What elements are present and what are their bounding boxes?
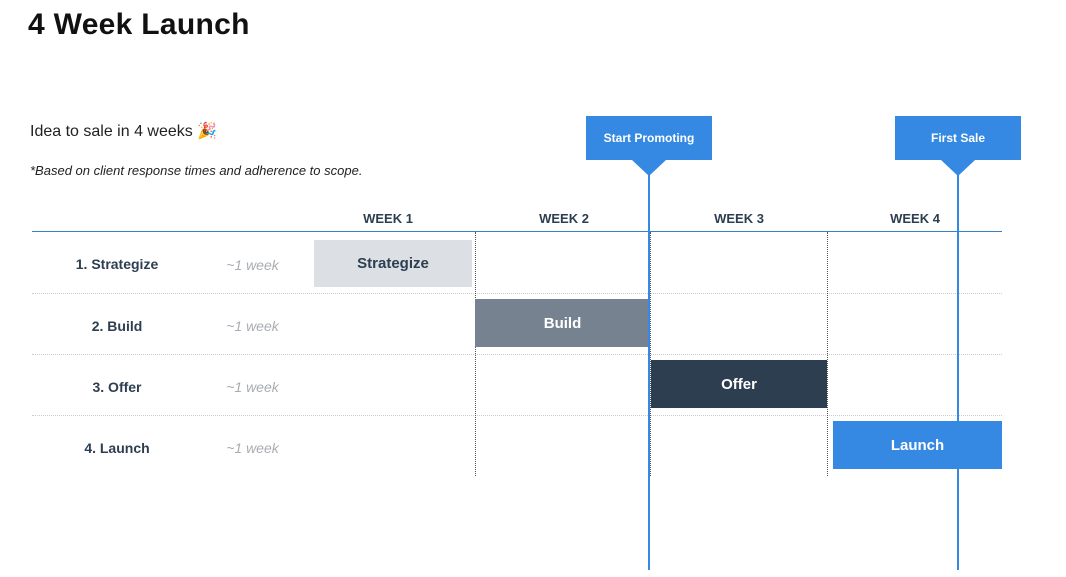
row-divider xyxy=(32,293,1002,294)
task-label: 4. Launch xyxy=(84,440,150,456)
milestone-pointer xyxy=(941,160,975,176)
gantt-bar-offer[interactable]: Offer xyxy=(651,360,827,408)
page-title: 4 Week Launch xyxy=(28,8,250,41)
task-duration: ~1 week xyxy=(226,379,279,395)
milestone-first-sale: First Sale xyxy=(895,116,1021,160)
task-label: 2. Build xyxy=(91,318,143,334)
week-header-2: WEEK 2 xyxy=(539,211,589,226)
week-divider xyxy=(475,232,476,476)
footnote: *Based on client response times and adhe… xyxy=(30,163,363,178)
gantt-bar-build[interactable]: Build xyxy=(475,299,650,347)
task-label: 3. Offer xyxy=(92,379,142,395)
milestone-line-first-sale xyxy=(957,170,959,570)
gantt-bar-strategize[interactable]: Strategize xyxy=(314,240,472,287)
week-header-3: WEEK 3 xyxy=(714,211,764,226)
row-divider xyxy=(32,354,1002,355)
row-divider xyxy=(32,415,1002,416)
task-duration: ~1 week xyxy=(226,440,279,456)
header-divider xyxy=(32,231,1002,232)
week-header-4: WEEK 4 xyxy=(890,211,940,226)
week-header-1: WEEK 1 xyxy=(363,211,413,226)
week-divider xyxy=(650,232,651,476)
milestone-pointer xyxy=(632,160,666,176)
milestone-start-promoting: Start Promoting xyxy=(586,116,712,160)
gantt-bar-launch[interactable]: Launch xyxy=(833,421,1002,469)
week-divider xyxy=(827,232,828,476)
task-duration: ~1 week xyxy=(226,257,279,273)
task-label: 1. Strategize xyxy=(75,256,159,272)
subtitle: Idea to sale in 4 weeks 🎉 xyxy=(30,123,218,140)
task-duration: ~1 week xyxy=(226,318,279,334)
milestone-line-start-promoting xyxy=(648,170,650,570)
